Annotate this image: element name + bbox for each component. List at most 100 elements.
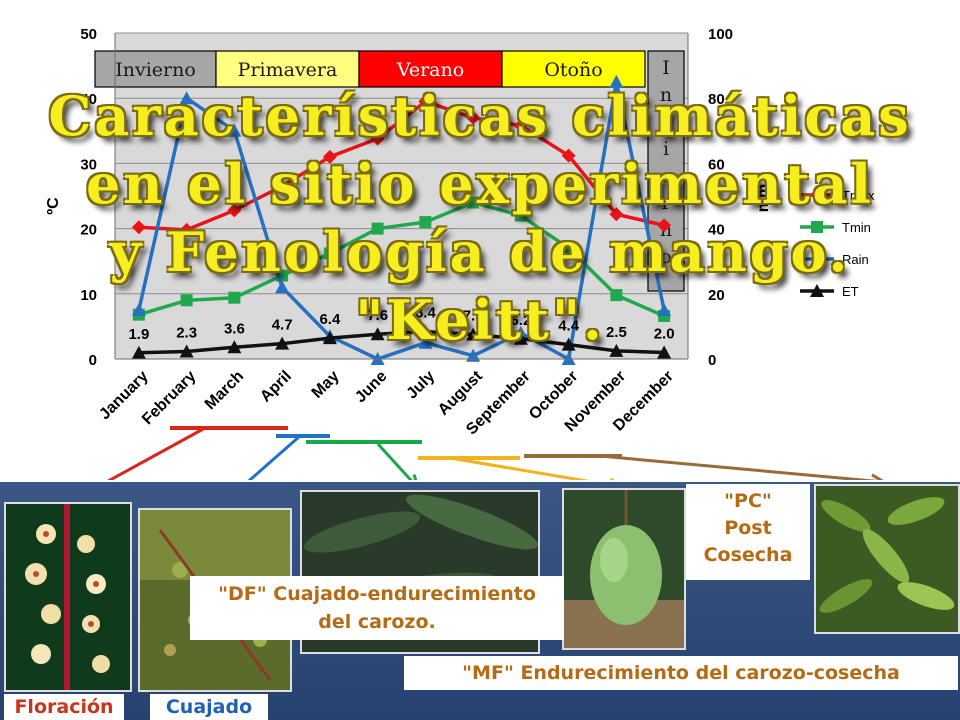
y-tick-label: 20 [80,222,97,239]
floracion-text: Floración [14,696,114,718]
point-tmin [610,289,623,302]
et-data-label: 3.6 [224,320,245,337]
arrow-mf-head [608,477,626,493]
y2-tick-label: 80 [708,91,725,108]
point-et [322,331,337,345]
season-label: Primavera [238,59,338,81]
et-data-label: 8.4 [415,305,437,322]
y2-tick-label: 40 [708,222,725,239]
pc-label-line3: Cosecha [703,544,793,566]
mango-image [564,490,684,648]
x-tick-label: March [202,368,247,413]
series-line-rain [137,81,666,362]
point-et [418,324,433,338]
legend-marker [810,252,824,265]
cuajado-label: Cuajado [150,694,268,720]
season-label: Otoño [544,59,602,81]
et-data-label: 4.7 [272,317,293,334]
point-tmin [323,247,336,260]
season-verano [358,50,503,88]
et-data-label: 2.3 [176,325,197,342]
point-rain [466,348,481,362]
floracion-label: Floración [4,694,124,720]
point-rain [418,335,433,349]
x-tick-label: April [257,368,295,406]
legend-marker [810,188,824,202]
foliage-image [816,486,958,632]
et-data-label: 1.9 [128,326,149,343]
point-tmax [179,222,194,237]
df-label-line2: del carozo. [318,611,436,633]
point-et [609,343,624,357]
legend-label: Rain [842,252,869,267]
df-label: "DF" Cuajado-endurecimiento del carozo. [190,576,564,640]
et-data-label: 7.5 [463,308,484,325]
point-rain [227,123,242,137]
point-tmax [561,148,576,163]
point-et [227,340,242,354]
legend-marker [810,284,824,297]
arrow-df [376,442,420,490]
et-data-label: 6.2 [510,312,531,329]
y2-tick-label: 20 [708,287,725,304]
season-vertical-letter: n [660,84,672,106]
mf-label: "MF" Endurecimiento del carozo-cosecha [404,656,958,690]
x-tick-label: June [352,368,390,406]
point-et [657,345,672,359]
y2-tick-label: 100 [708,26,733,43]
point-tmin [514,209,527,222]
point-rain [609,74,624,88]
arrow-floracion [69,426,206,504]
point-et [561,337,576,351]
season-otoño [501,50,646,88]
y2-tick-label: 0 [708,352,716,369]
season-vertical-letter: e [660,165,671,187]
point-et [513,331,528,345]
arrow-pc [599,454,885,484]
point-rain [275,280,290,294]
point-tmax [370,131,385,146]
point-tmax [227,203,242,218]
y-tick-label: 0 [89,352,97,369]
point-tmin [180,294,193,307]
photo-floracion [4,502,132,692]
x-tick-label: July [404,368,439,403]
point-et [466,327,481,341]
y-axis-label: ºC [45,197,62,215]
y-tick-label: 30 [80,156,97,173]
pc-label-line1: "PC" [724,490,772,512]
series-line-et [138,329,665,355]
series-line-tmin [138,200,665,318]
y-tick-label: 40 [80,91,97,108]
series-line-tmax [138,99,665,232]
season-vertical-letter: r [661,192,671,214]
point-tmin [419,216,432,229]
cuajado-text: Cuajado [165,696,253,718]
y2-tick-label: 60 [708,156,725,173]
y-tick-label: 10 [80,287,97,304]
season-vertical-letter: I [662,57,670,79]
point-tmax [466,110,481,125]
arrow-cuajado [217,434,301,510]
photo-mf [562,488,686,650]
point-rain [657,303,672,317]
point-et [370,327,385,341]
point-tmin [228,291,241,304]
point-tmax [322,149,337,164]
point-rain [131,303,146,317]
pc-label-line2: Post [724,517,772,539]
point-tmax [657,218,672,233]
point-rain [179,91,194,105]
point-tmin [467,196,480,209]
df-label-line1: "DF" Cuajado-endurecimiento [218,583,536,605]
climate-chart: InviernoPrimaveraVeranoOtoñoInvierno 1.9… [45,26,888,511]
et-data-label: 7.6 [367,307,388,324]
y-tick-label: 50 [80,26,97,43]
point-tmax [513,118,528,133]
point-tmax [418,94,433,109]
point-et [179,344,194,358]
flower-image [6,504,130,690]
season-label: Verano [396,59,464,81]
chart-svg: InviernoPrimaveraVeranoOtoñoInvierno 1.9… [45,26,888,511]
